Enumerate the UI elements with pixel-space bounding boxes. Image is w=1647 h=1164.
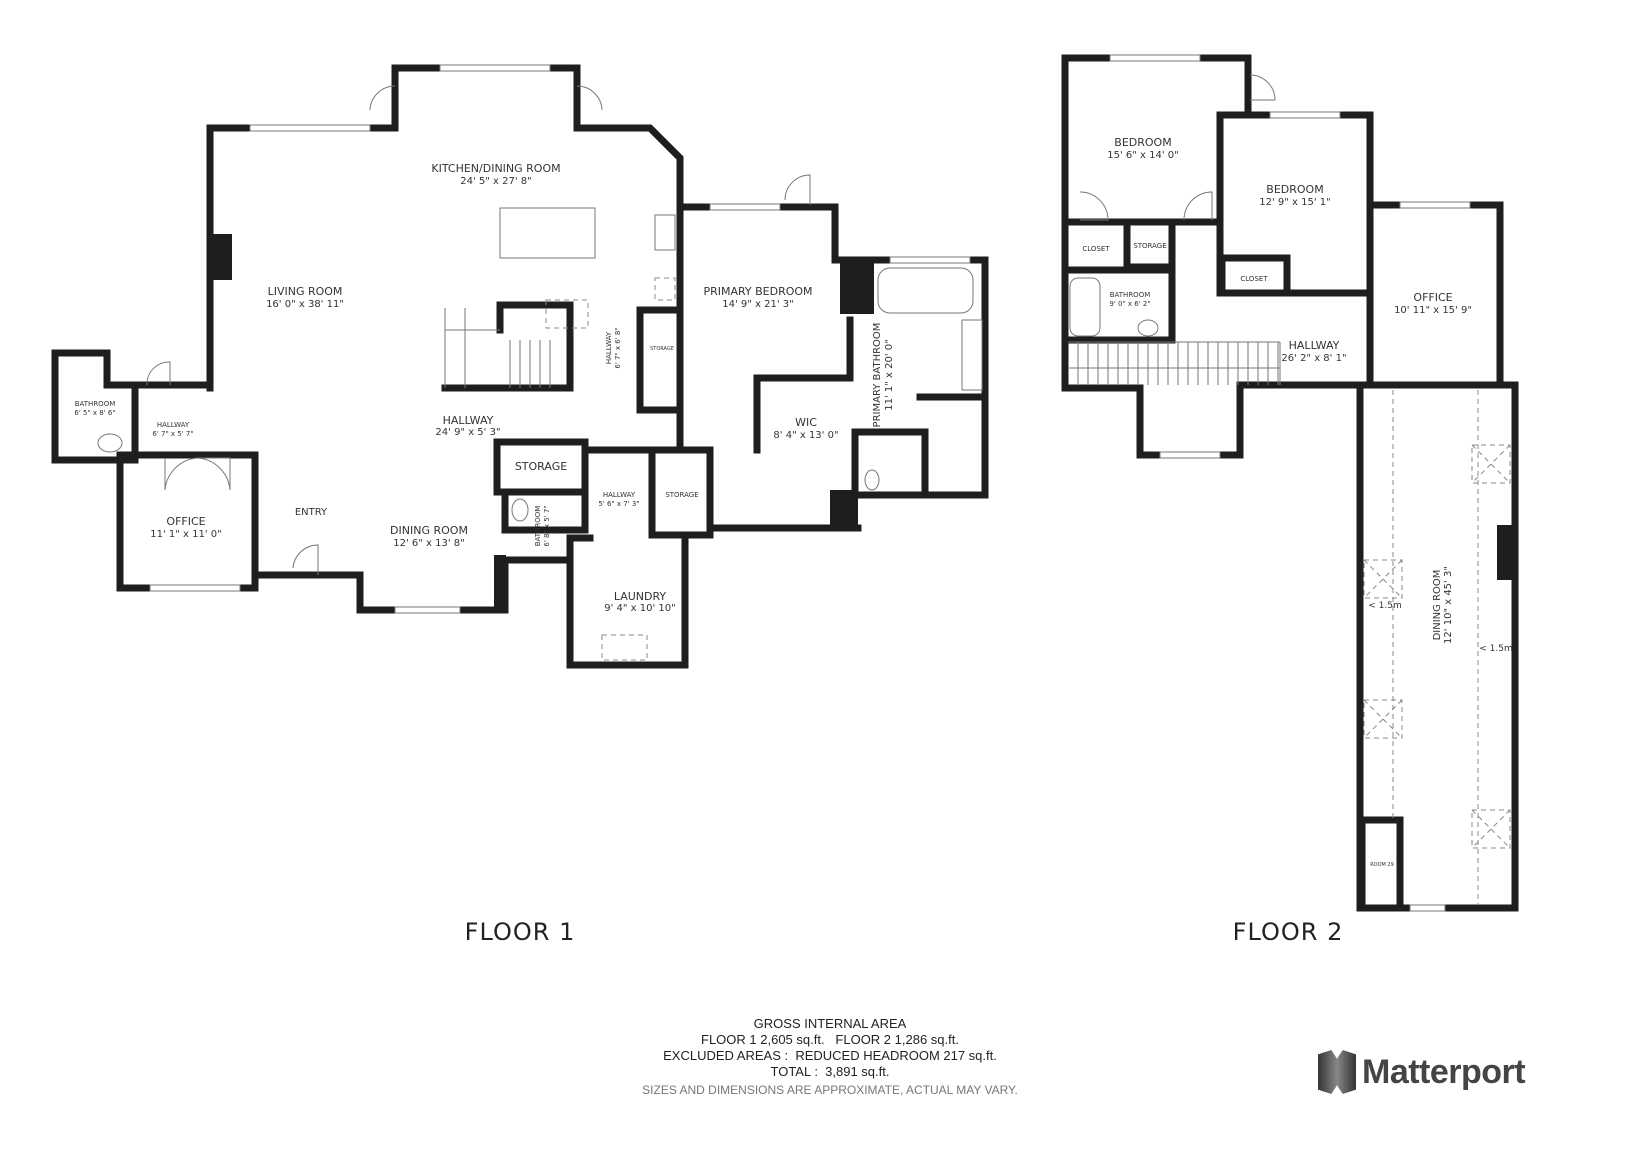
- room-name: DINING ROOM: [1432, 570, 1443, 641]
- brand-name: Matterport: [1362, 1052, 1526, 1091]
- room-name: HALLWAY: [605, 331, 613, 364]
- room-name: CLOSET: [1082, 245, 1110, 253]
- room-name: LIVING ROOM: [268, 285, 343, 298]
- summary-total: TOTAL : 3,891 sq.ft.: [770, 1064, 890, 1079]
- room-name: BATHROOM: [75, 400, 116, 408]
- room-dims: 12' 6" x 13' 8": [393, 538, 465, 549]
- room-name: WIC: [795, 416, 817, 429]
- room-name: STORAGE: [515, 460, 567, 473]
- floor2-labels: BEDROOM 15' 6" x 14' 0" BEDROOM 12' 9" x…: [1082, 136, 1512, 946]
- room-name: PRIMARY BATHROOM: [872, 323, 883, 428]
- floor1-walls: [51, 64, 989, 669]
- room-name: BEDROOM: [1114, 136, 1171, 149]
- floor1-title: FLOOR 1: [465, 918, 576, 946]
- room-name: BATHROOM: [534, 506, 542, 547]
- room-dims: 14' 9" x 21' 3": [722, 299, 794, 310]
- room-dims: 26' 2" x 8' 1": [1281, 353, 1346, 364]
- room-dims: 16' 0" x 38' 11": [266, 299, 344, 310]
- floor2-fixtures: [1068, 54, 1515, 912]
- room-dims: 9' 4" x 10' 10": [604, 603, 676, 614]
- room-dims: 11' 1" x 11' 0": [150, 529, 222, 540]
- room-name: DINING ROOM: [390, 524, 468, 537]
- room-name: BEDROOM: [1266, 183, 1323, 196]
- room-dims: 12' 9" x 15' 1": [1259, 197, 1331, 208]
- room-name: HALLWAY: [603, 491, 636, 499]
- room-name: BATHROOM: [1110, 291, 1151, 299]
- room-dims: 24' 5" x 27' 8": [460, 176, 532, 187]
- summary-disclaimer: SIZES AND DIMENSIONS ARE APPROXIMATE, AC…: [642, 1083, 1018, 1097]
- floor1-labels: KITCHEN/DINING ROOM 24' 5" x 27' 8" LIVI…: [74, 162, 895, 946]
- room-name: STORAGE: [1133, 242, 1166, 250]
- room-dims: 8' 4" x 13' 0": [773, 430, 838, 441]
- headroom-marker: < 1.5m: [1479, 644, 1512, 654]
- room-name: LAUNDRY: [614, 590, 667, 603]
- room-dims: 9' 0" x 6' 2": [1109, 300, 1150, 308]
- matterport-logo-icon: [1318, 1050, 1356, 1094]
- summary-title: GROSS INTERNAL AREA: [753, 1016, 907, 1031]
- headroom-marker: < 1.5m: [1368, 601, 1401, 611]
- room-dims: 11' 1" x 20' 0": [884, 339, 895, 411]
- room-name: HALLWAY: [157, 421, 190, 429]
- room-name: CLOSET: [1240, 275, 1268, 283]
- room-name: OFFICE: [1413, 291, 1452, 304]
- room-dims: 6' 7" x 6' 8": [614, 327, 622, 368]
- summary-floors: FLOOR 1 2,605 sq.ft. FLOOR 2 1,286 sq.ft…: [701, 1032, 959, 1047]
- room-dims: 12' 10" x 45' 3": [1443, 566, 1454, 644]
- summary-excluded: EXCLUDED AREAS : REDUCED HEADROOM 217 sq…: [663, 1048, 997, 1063]
- room-name: HALLWAY: [443, 414, 494, 427]
- room-name: KITCHEN/DINING ROOM: [431, 162, 560, 175]
- room-dims: 5' 6" x 7' 3": [598, 500, 639, 508]
- room-dims: 24' 9" x 5' 3": [435, 427, 500, 438]
- room-name: ROOM 29: [1370, 862, 1394, 868]
- room-name: PRIMARY BEDROOM: [703, 285, 812, 298]
- room-dims: 10' 11" x 15' 9": [1394, 305, 1472, 316]
- floor1-fixtures: [97, 64, 983, 661]
- floor2-title: FLOOR 2: [1233, 918, 1344, 946]
- room-name: OFFICE: [166, 515, 205, 528]
- room-name: HALLWAY: [1289, 339, 1340, 352]
- room-dims: 15' 6" x 14' 0": [1107, 150, 1179, 161]
- room-name: ENTRY: [295, 507, 328, 518]
- room-name: STORAGE: [650, 346, 674, 352]
- room-dims: 6' 7" x 5' 7": [152, 430, 193, 438]
- area-summary: GROSS INTERNAL AREA FLOOR 1 2,605 sq.ft.…: [560, 1016, 1100, 1098]
- room-dims: 6' 5" x 8' 6": [74, 409, 115, 417]
- room-name: STORAGE: [665, 491, 698, 499]
- room-dims: 6' 8" x 5' 7": [543, 505, 551, 546]
- brand-logo: Matterport: [1318, 1050, 1526, 1094]
